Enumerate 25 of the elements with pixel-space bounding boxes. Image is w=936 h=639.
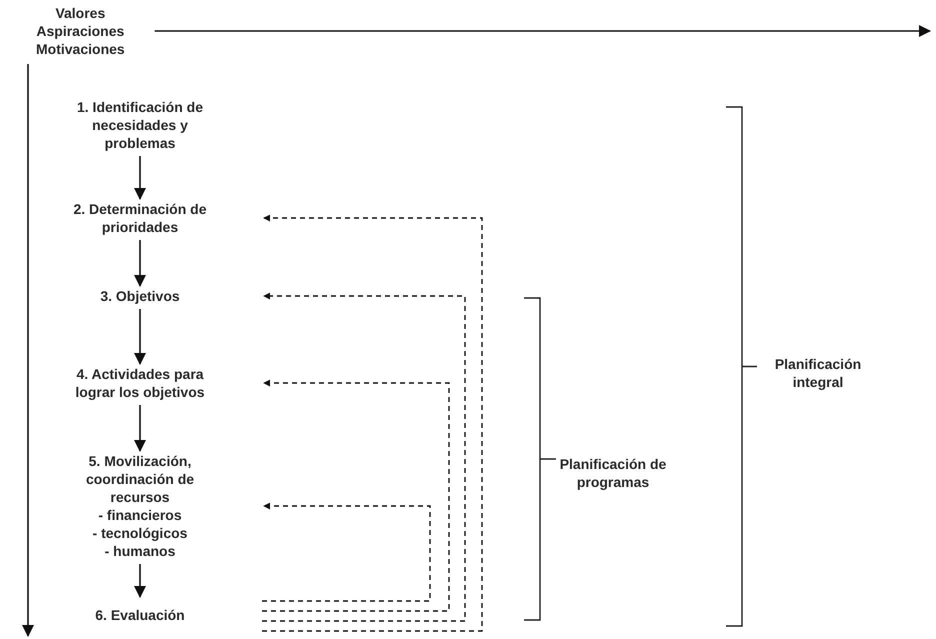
feedback-arrow — [262, 380, 450, 612]
feedback-arrow — [262, 292, 466, 622]
step-text: 3. Objetivos — [99, 287, 181, 305]
step-text: 2. Determinación de prioridades — [72, 200, 208, 236]
arrow — [134, 156, 146, 200]
arrow — [154, 25, 931, 37]
arrow — [134, 240, 146, 287]
heading-text: Aspiraciones — [35, 22, 126, 40]
arrow — [134, 309, 146, 365]
step-text: - tecnológicos — [92, 524, 188, 542]
arrow — [134, 564, 146, 598]
step-text: - humanos — [104, 542, 176, 560]
step-text: 5. Movilización, coordinación de recursos — [84, 452, 196, 506]
bracket-label: Planificación integral — [774, 355, 862, 391]
bracket-label: Planificación de programas — [558, 455, 668, 491]
arrow — [22, 64, 34, 637]
feedback-arrow — [262, 214, 483, 632]
step-text: 1. Identificación de necesidades y problemas — [76, 98, 204, 152]
step-text: 4. Actividades para lograr los objetivos — [74, 365, 206, 401]
step-text: 6. Evaluación — [94, 606, 186, 624]
feedback-arrow — [262, 502, 431, 602]
heading-text: Motivaciones — [35, 40, 126, 58]
heading-text: Valores — [54, 4, 106, 22]
step-text: - financieros — [97, 506, 183, 524]
arrow — [134, 405, 146, 452]
